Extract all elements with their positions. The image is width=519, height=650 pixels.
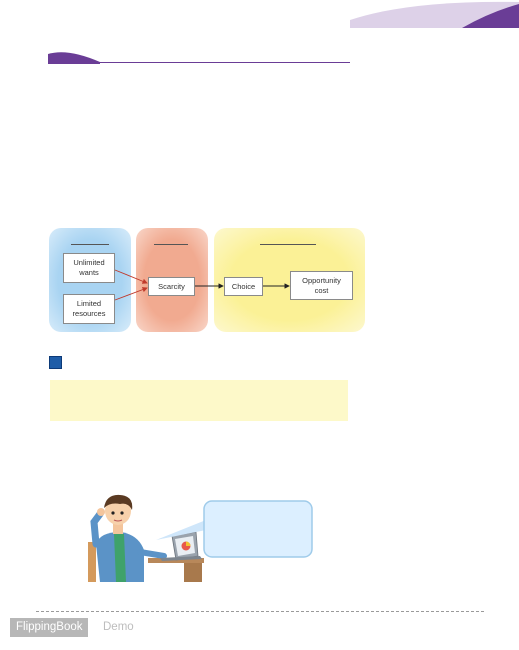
desk-icon — [148, 558, 204, 582]
student-illustration — [88, 494, 313, 582]
footer-dashed-rule — [36, 611, 484, 612]
choice-box: Choice — [224, 277, 263, 296]
flippingbook-demo-label: Demo — [103, 621, 134, 633]
laptop-icon — [160, 531, 202, 561]
question-bullet-icon — [49, 356, 62, 369]
results-zone-heading-rule — [260, 244, 316, 245]
diagram-arrows — [114, 269, 290, 301]
opportunity-cost-box: Opportunity cost — [290, 271, 353, 300]
section-header-rule — [48, 62, 350, 63]
student-character-icon — [90, 494, 167, 582]
scarcity-box: Scarcity — [148, 277, 195, 296]
note-box — [50, 380, 348, 421]
page-corner-decoration — [350, 1, 519, 28]
problem-zone-heading-rule — [154, 244, 188, 245]
flippingbook-badge[interactable]: FlippingBook — [10, 618, 89, 637]
speech-bubble-icon — [156, 500, 313, 558]
limited-resources-box: Limited resources — [63, 294, 115, 324]
unlimited-wants-box: Unlimited wants — [63, 253, 115, 283]
causes-zone-heading-rule — [71, 244, 109, 245]
section-header-tab — [48, 52, 100, 64]
scarcity-diagram: Unlimited wants Limited resources Scarci… — [49, 228, 369, 338]
